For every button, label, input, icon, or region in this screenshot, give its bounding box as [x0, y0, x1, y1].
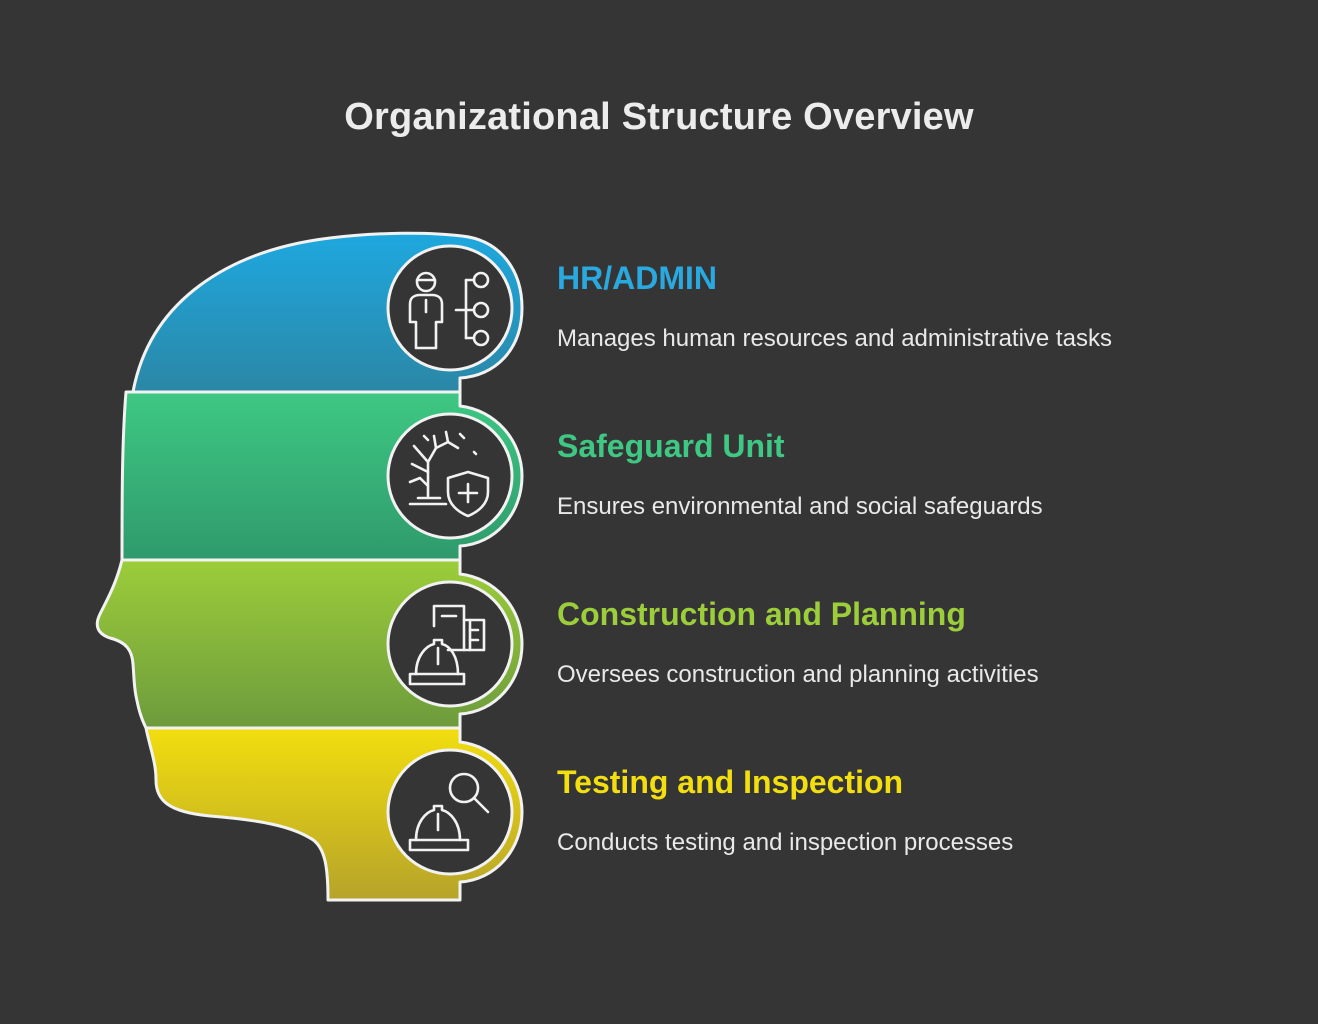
hardhat-magnifier-icon	[408, 772, 490, 852]
building-hardhat-icon	[408, 604, 486, 686]
icon-circle-hr-admin	[386, 244, 514, 372]
section-heading: Construction and Planning	[557, 596, 966, 632]
section-heading: Testing and Inspection	[557, 764, 904, 800]
section-description: Ensures environmental and social safegua…	[557, 493, 1043, 520]
tree-shield-icon	[408, 430, 490, 518]
icon-circle-construction	[386, 580, 514, 708]
page-title: Organizational Structure Overview	[344, 96, 974, 138]
section-hr-admin: HR/ADMIN Manages human resources and adm…	[557, 262, 1112, 351]
section-heading: Safeguard Unit	[557, 428, 785, 464]
section-description: Conducts testing and inspection processe…	[557, 829, 1014, 856]
section-description: Manages human resources and administrati…	[557, 325, 1112, 352]
section-safeguard-unit: Safeguard Unit Ensures environmental and…	[557, 430, 1043, 519]
icon-circle-safeguard	[386, 412, 514, 540]
section-construction-planning: Construction and Planning Oversees const…	[557, 598, 1039, 687]
section-description: Oversees construction and planning activ…	[557, 661, 1039, 688]
section-testing-inspection: Testing and Inspection Conducts testing …	[557, 766, 1013, 855]
icon-circle-testing	[386, 748, 514, 876]
section-heading: HR/ADMIN	[557, 260, 717, 296]
org-chart-person-icon	[408, 271, 490, 350]
